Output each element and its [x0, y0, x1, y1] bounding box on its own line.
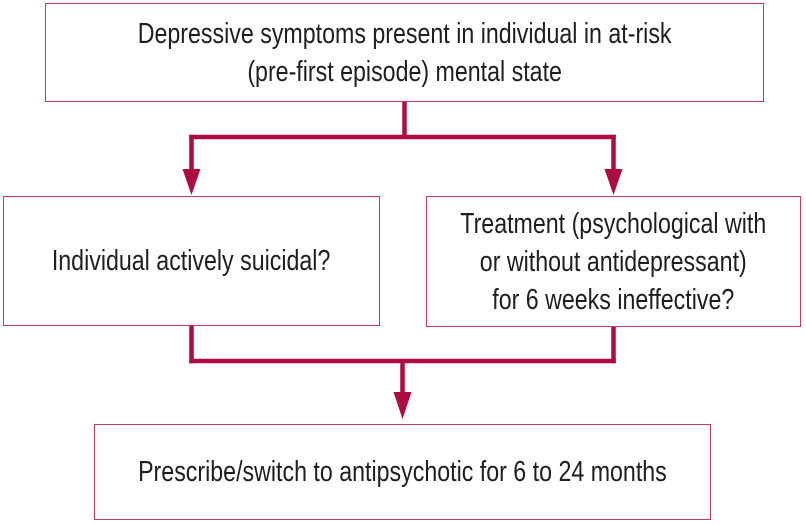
arrowhead-to-left-box [182, 169, 201, 195]
box-text-line: for 6 weeks ineffective? [492, 283, 735, 316]
box-text-line: Prescribe/switch to antipsychotic for 6 … [138, 456, 667, 488]
box-text-line: Treatment (psychological with [460, 207, 767, 240]
box-text-line: (pre-first episode) mental state [247, 55, 562, 88]
flow-box-text: Prescribe/switch to antipsychotic for 6 … [138, 453, 667, 491]
box-text-line: Individual actively suicidal? [52, 245, 331, 277]
flow-box-text: Treatment (psychological with or without… [460, 205, 766, 319]
box-text-line: or without antidepressant) [480, 245, 747, 278]
arrowhead-to-right-box [604, 169, 623, 195]
flow-box-prescribe-antipsychotic: Prescribe/switch to antipsychotic for 6 … [94, 424, 711, 520]
flow-box-text: Depressive symptoms present in individua… [138, 15, 672, 91]
box-text-line: Depressive symptoms present in individua… [137, 17, 672, 50]
arrowhead-to-bottom-box [393, 392, 412, 419]
flow-box-depressive-symptoms: Depressive symptoms present in individua… [45, 3, 764, 102]
flow-box-text: Individual actively suicidal? [52, 242, 331, 280]
flow-box-actively-suicidal: Individual actively suicidal? [3, 196, 380, 326]
flow-box-treatment-ineffective: Treatment (psychological with or without… [426, 196, 801, 327]
